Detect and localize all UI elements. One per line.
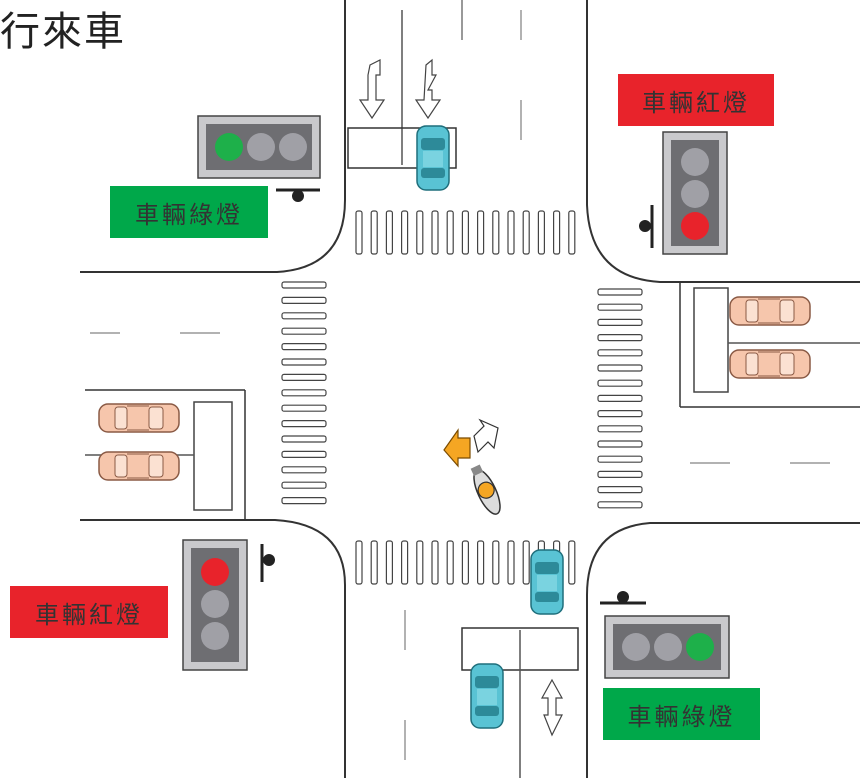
crosswalk-stripe — [522, 210, 530, 255]
crosswalk-stripe — [401, 210, 409, 255]
crosswalk-stripe — [281, 404, 327, 412]
crosswalk-stripe — [416, 210, 424, 255]
pink-car-east-2 — [729, 349, 811, 379]
motorcycle — [470, 464, 501, 515]
crosswalk-stripe — [597, 318, 643, 326]
crosswalk-stripe — [446, 210, 454, 255]
crosswalk-stripe — [281, 389, 327, 397]
crosswalk-stripe — [568, 540, 576, 585]
crosswalk-stripe — [446, 540, 454, 585]
crosswalk-stripe — [461, 210, 469, 255]
crosswalk-stripe — [597, 303, 643, 311]
crosswalk-stripe — [385, 540, 393, 585]
crosswalk-stripe — [281, 466, 327, 474]
crosswalk-stripe — [281, 481, 327, 489]
crosswalk-stripe — [507, 210, 515, 255]
crosswalk-stripe — [370, 540, 378, 585]
red-lamp-on — [681, 212, 709, 240]
crosswalk-stripe — [597, 349, 643, 357]
crosswalk-stripe — [416, 540, 424, 585]
crosswalk-stripe — [281, 435, 327, 443]
crosswalk-stripe — [597, 486, 643, 494]
crosswalk-stripe — [281, 450, 327, 458]
crosswalk-stripe — [281, 373, 327, 381]
crosswalk-stripe — [370, 210, 378, 255]
crosswalk-stripe — [281, 358, 327, 366]
pink-car-west-2 — [98, 451, 180, 481]
crosswalk-stripe — [385, 210, 393, 255]
crosswalk-stripe — [281, 296, 327, 304]
pink-car-east-1 — [729, 296, 811, 326]
crosswalk-stripe — [281, 281, 327, 289]
crosswalk-stripe — [597, 364, 643, 372]
crosswalk-stripe — [281, 312, 327, 320]
pink-car-west-1 — [98, 403, 180, 433]
blue-car-south-2 — [470, 663, 504, 729]
crosswalk-stripe — [477, 540, 485, 585]
blue-car-north — [416, 125, 450, 191]
green-lamp-on — [215, 133, 243, 161]
crosswalk-stripe — [597, 379, 643, 387]
crosswalk-east — [597, 288, 643, 509]
crosswalk-stripe — [431, 540, 439, 585]
sign-sw-red: 車輛紅燈 — [10, 586, 168, 638]
crosswalk-stripe — [281, 343, 327, 351]
sign-ne-red: 車輛紅燈 — [618, 74, 774, 126]
crosswalk-stripe — [281, 420, 327, 428]
crosswalk-stripe — [355, 210, 363, 255]
blue-car-south-1 — [530, 549, 564, 615]
crosswalk-stripe — [597, 440, 643, 448]
crosswalk-stripe — [401, 540, 409, 585]
crosswalk-stripe — [477, 210, 485, 255]
crosswalk-stripe — [597, 455, 643, 463]
crosswalk-stripe — [552, 210, 561, 255]
crosswalk-stripe — [597, 394, 643, 402]
traffic-light-ne — [639, 131, 728, 255]
crosswalk-stripe — [522, 540, 530, 585]
crosswalk-stripe — [597, 425, 643, 433]
crosswalk-stripe — [355, 540, 363, 585]
crosswalk-stripe — [492, 540, 500, 585]
page-title: 行來車 — [0, 9, 126, 55]
traffic-light-se — [600, 591, 730, 679]
crosswalk-north — [355, 210, 576, 255]
crosswalk-stripe — [597, 334, 643, 342]
crosswalk-stripe — [281, 497, 327, 505]
crosswalk-stripe — [492, 210, 500, 255]
crosswalk-stripe — [597, 410, 643, 418]
traffic-light-nw — [197, 115, 321, 202]
traffic-light-sw — [182, 539, 275, 671]
straight-arrow — [473, 418, 499, 454]
left-turn-arrow — [443, 428, 471, 468]
red-lamp-on — [201, 558, 229, 586]
sign-se-green: 車輛綠燈 — [603, 688, 760, 740]
crosswalk-stripe — [431, 210, 439, 255]
green-lamp-on — [686, 633, 714, 661]
crosswalk-west — [281, 281, 327, 505]
crosswalk-stripe — [461, 540, 469, 585]
crosswalk-stripe — [568, 210, 576, 255]
crosswalk-stripe — [281, 327, 327, 335]
crosswalk-stripe — [597, 470, 643, 478]
crosswalk-stripe — [597, 288, 643, 296]
crosswalk-stripe — [507, 540, 515, 585]
sign-nw-green: 車輛綠燈 — [110, 186, 268, 238]
crosswalk-stripe — [537, 210, 546, 255]
crosswalk-stripe — [597, 501, 643, 509]
